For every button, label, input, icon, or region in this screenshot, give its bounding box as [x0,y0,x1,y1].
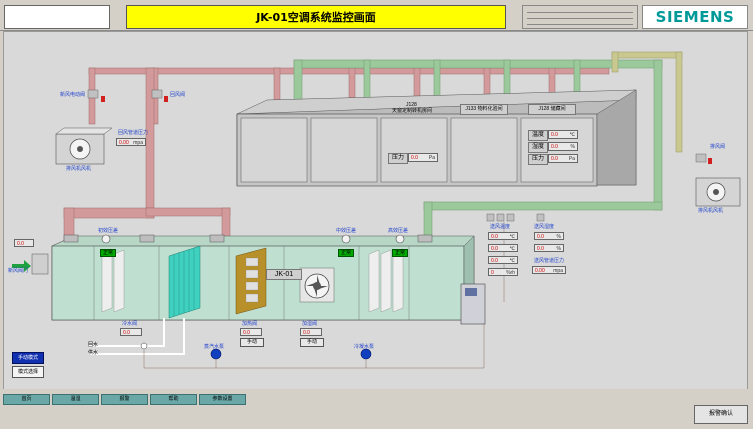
logo-placeholder [4,5,110,29]
supply-humid-readout-1: 0.0% [534,232,564,240]
room3-label: J128 储藏间 [528,104,576,115]
return-pipe-label: 回水 [88,342,99,348]
heater-manual-button[interactable]: 手动 [240,338,264,347]
tab-settings[interactable]: 参数设置 [199,394,246,405]
room-temp-readout: 0.0℃ [548,130,578,139]
humidifier-readout: 0.0 [300,328,322,336]
filter3-label: 高效压差 [388,228,409,234]
supply-humid-readout-2: 0.0% [534,244,564,252]
humidifier-manual-button[interactable]: 手动 [300,338,324,347]
right-fan-label: 排风机风机 [698,208,724,214]
unit-title: JK-01 [266,269,302,280]
room1-sub-label: 天窗定制转机房间 [392,108,433,114]
filter1-status: 正常 [100,249,116,257]
valve2-label: 回风阀 [170,92,186,98]
heater-readout: 0.0 [240,328,262,336]
pressure-label: 压力 [388,153,408,164]
process-diagram [12,51,741,369]
manual-mode-button[interactable]: 手动模式 [12,352,44,364]
tab-help[interactable]: 帮助 [150,394,197,405]
room-humid-readout: 0.0% [548,142,578,151]
right-valve-label: 排风阀 [710,144,726,150]
supply-pressure-label: 送风管道压力 [534,258,565,264]
fresh-valve-label: 新风阀门 [8,268,29,274]
supply-temp-label: 送风温度 [490,224,511,230]
temp-label: 温度 [528,130,548,141]
cooling-valve-readout: 0.0 [120,328,142,336]
duct-pressure-label: 回风管道压力 [118,130,149,136]
pump1-label: 蒸汽水泵 [204,344,225,350]
press2-label: 压力 [528,154,548,165]
tab-alarm[interactable]: 报警 [101,394,148,405]
humidifier-label: 加湿阀 [302,321,318,327]
filter2-status: 正常 [338,249,354,257]
cooling-valve-label: 冷水阀 [122,321,138,327]
mode-select-button[interactable]: 模式选择 [12,366,44,378]
tab-home[interactable]: 首页 [3,394,50,405]
supply-pipe-label: 供水 [88,350,99,356]
supply-temp-readout-3: 0.0℃ [488,256,518,264]
page-title: JK-01空调系统监控画面 [126,5,506,29]
room1-label: J128 [406,102,417,108]
supply-temp-readout-1: 0.0℃ [488,232,518,240]
humid-label: 湿度 [528,142,548,153]
left-fan-label: 排风机风机 [66,166,92,172]
filter3-status: 正常 [392,249,408,257]
supply-humid-label: 送风湿度 [534,224,555,230]
heater-label: 加热阀 [242,321,258,327]
brand-logo: SIEMENS [642,5,748,29]
info-panel [522,5,638,29]
nav-tabs: 首页 温湿 报警 帮助 参数设置 [3,394,248,405]
supply-temp-readout-2: 0.0℃ [488,244,518,252]
tab-temp-humid[interactable]: 温湿 [52,394,99,405]
filter1-label: 初效压差 [98,228,119,234]
fresh-valve-readout: 0.0 [14,239,34,247]
valve1-label: 新风电动阀 [60,92,86,98]
room2-label: J133 物料化验间 [460,104,508,115]
alarm-confirm-button[interactable]: 报警确认 [694,405,748,424]
pump2-label: 冷凝水泵 [354,344,375,350]
supply-small-readout: 0%rh [488,268,518,276]
filter2-label: 中效压差 [336,228,357,234]
